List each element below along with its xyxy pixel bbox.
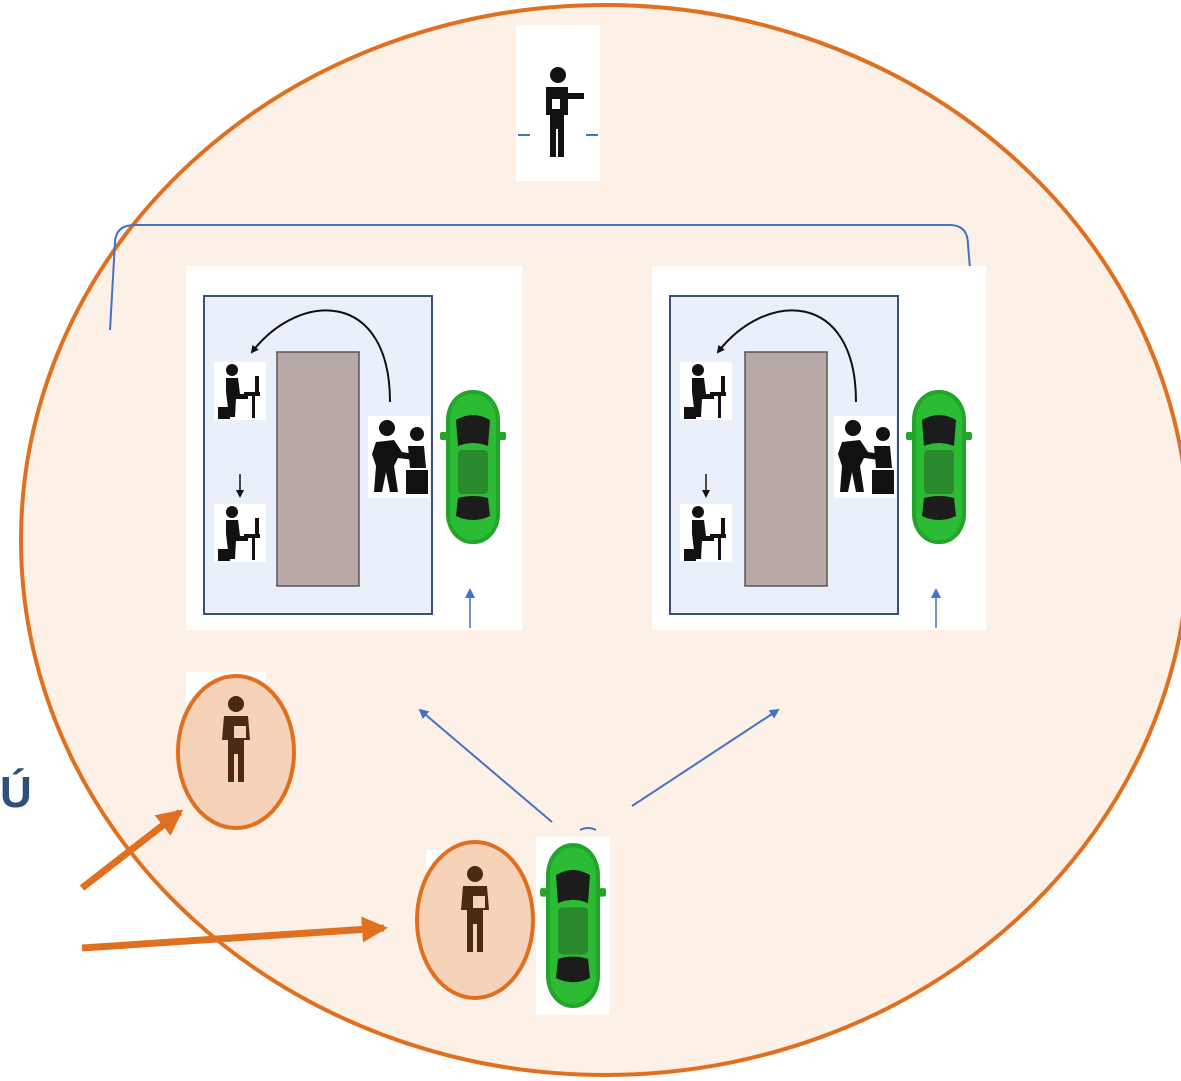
service-booth-1 — [186, 266, 522, 630]
desk-worker-icon — [214, 362, 266, 420]
supervisor-pointing-icon — [516, 25, 600, 181]
car-icon — [902, 384, 976, 550]
service-booth-2 — [652, 266, 986, 630]
desk-worker-icon — [680, 362, 732, 420]
counter — [744, 351, 828, 587]
pointer-arrow-upper — [79, 809, 184, 891]
counter — [276, 351, 360, 587]
route-arrow-left — [418, 708, 553, 823]
pointer-arrow-lower — [81, 916, 388, 952]
desk-worker-icon — [680, 504, 732, 562]
handoff-worker-icon — [368, 416, 430, 498]
car-icon — [436, 384, 510, 550]
attendant-badge-1 — [176, 672, 296, 830]
route-arrow-right — [631, 708, 780, 807]
side-label: Ú — [0, 768, 32, 817]
handoff-worker-icon — [834, 416, 896, 498]
car-icon — [536, 836, 610, 1015]
arrival-point — [415, 827, 610, 1015]
zone-bracket — [109, 224, 971, 331]
desk-worker-icon — [214, 504, 266, 562]
